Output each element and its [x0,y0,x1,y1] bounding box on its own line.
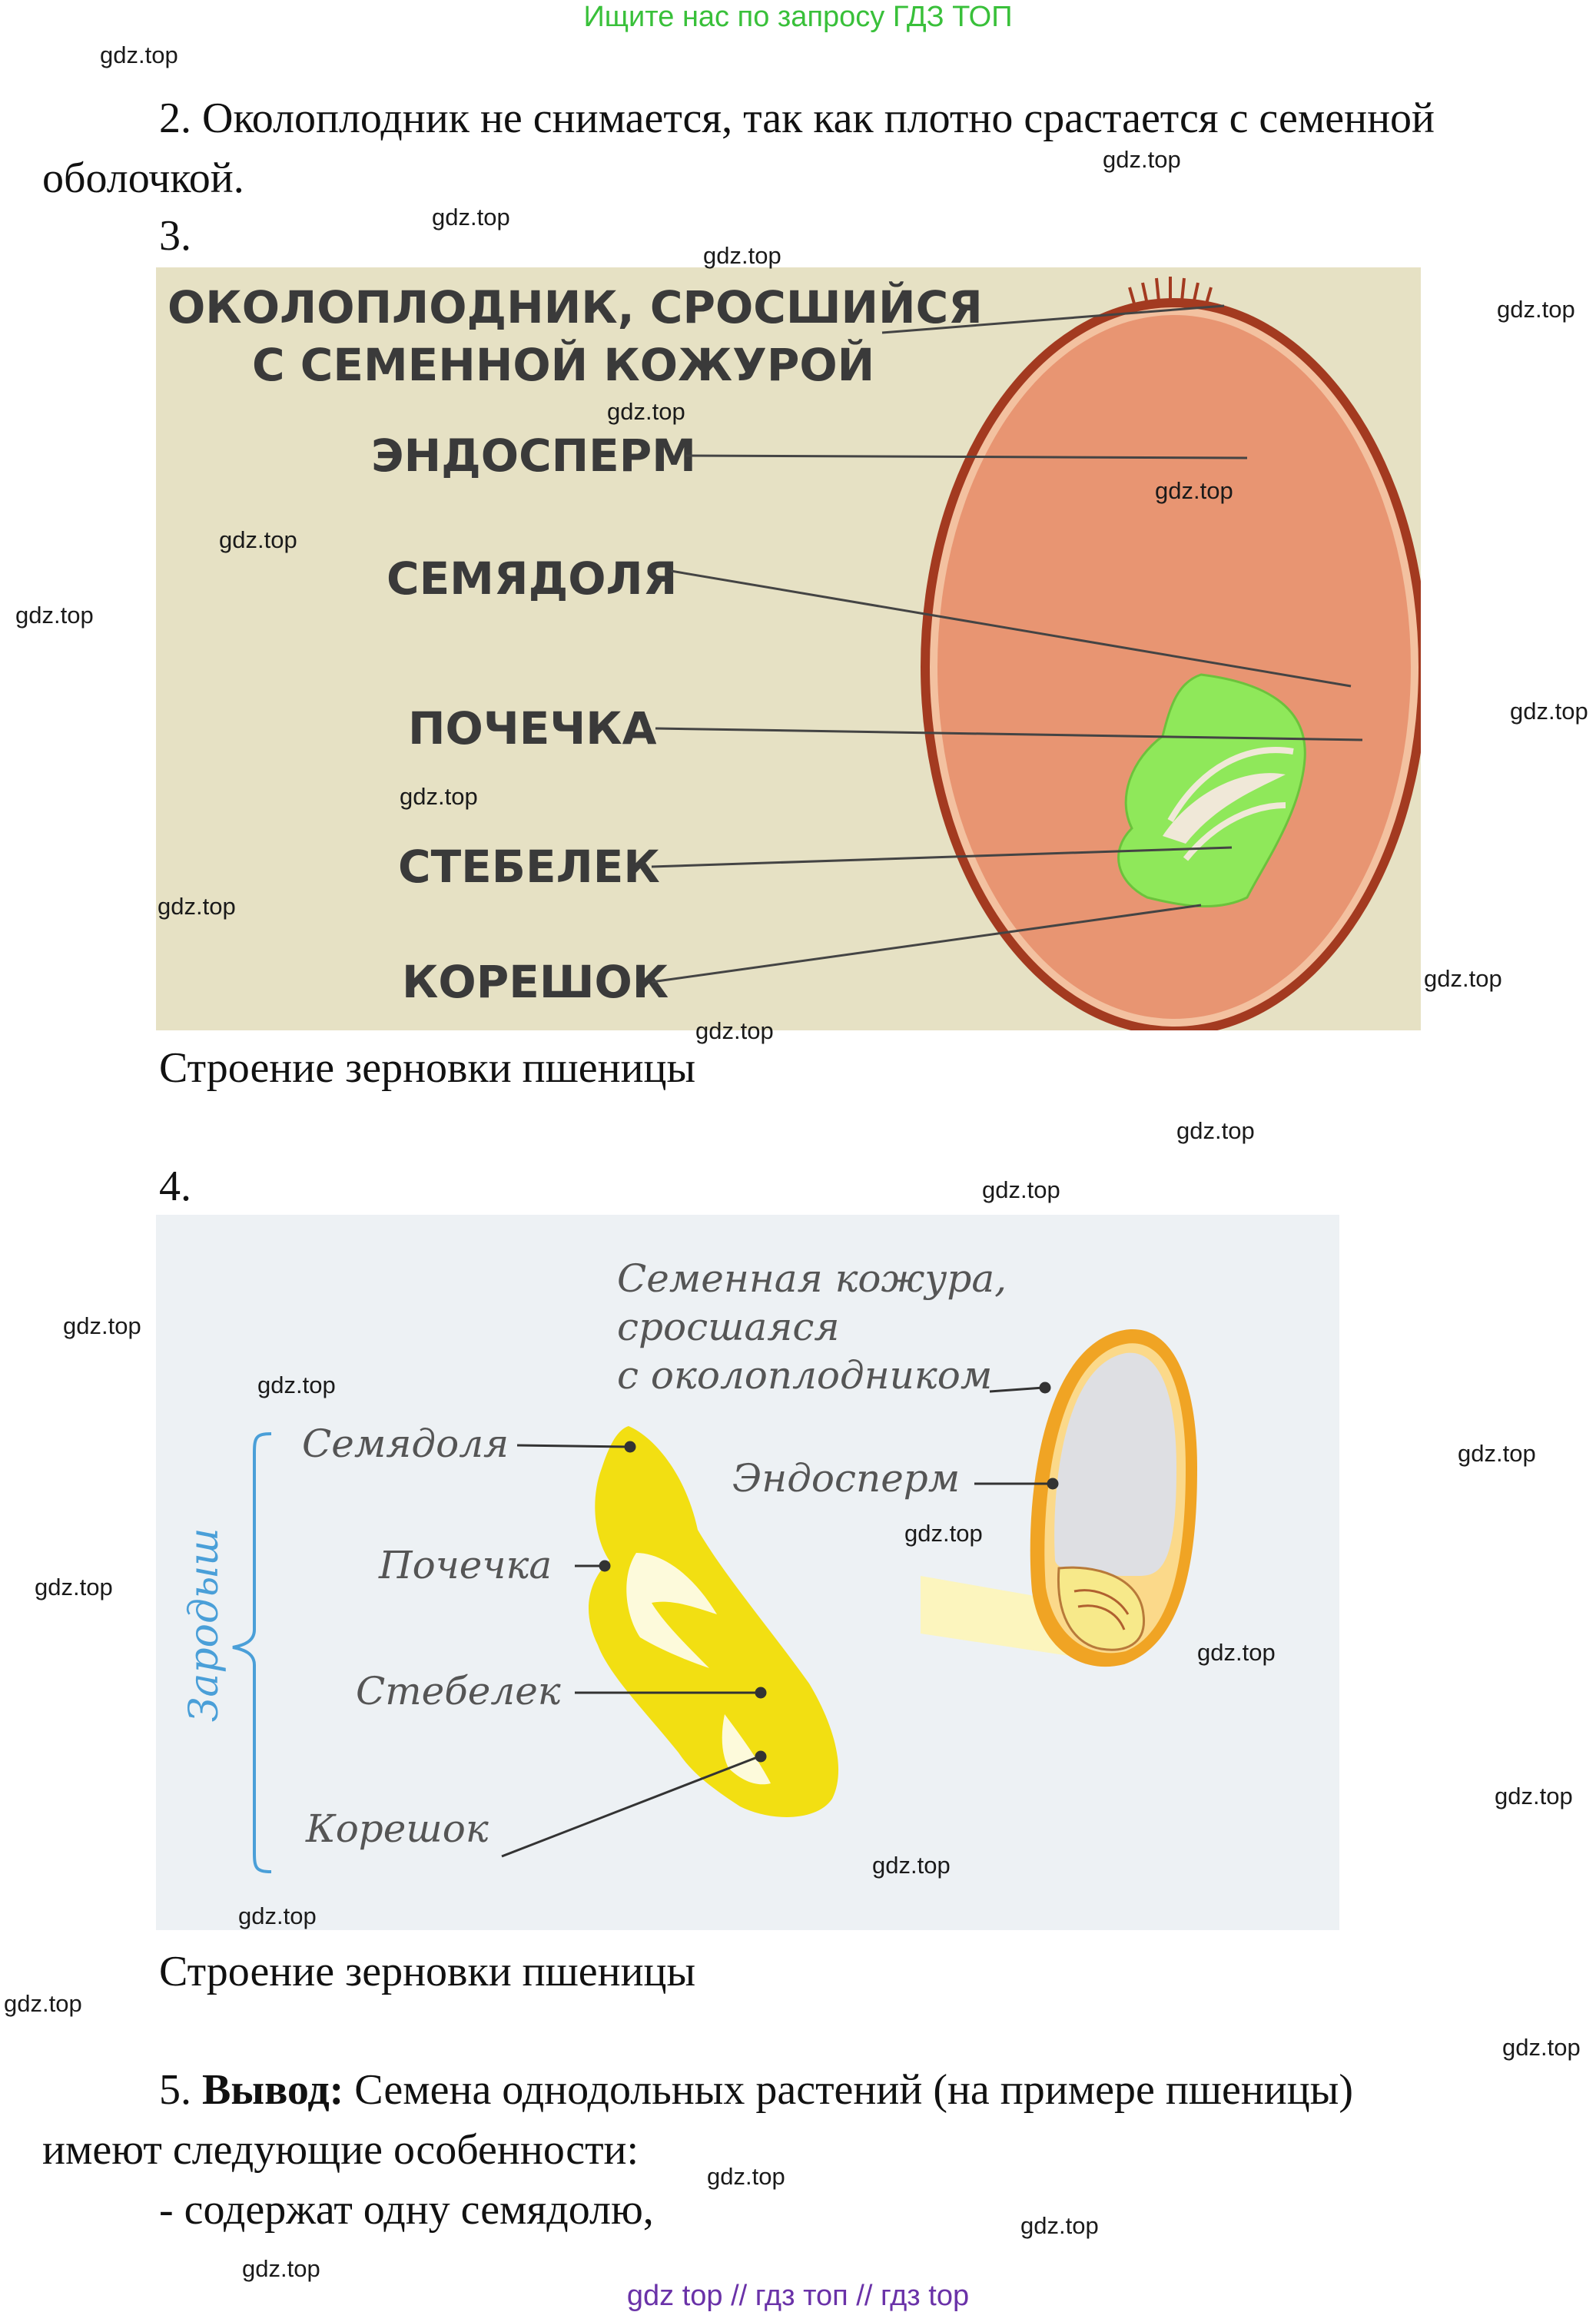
item-5-line-2: имеют следующие особенности: [42,2126,639,2174]
watermark: gdz.top [1020,2212,1099,2239]
label-stem: СТЕБЕЛЕК [398,841,660,893]
watermark: gdz.top [1155,477,1233,504]
label-seed-coat-1: Семенная кожура, [617,1256,1007,1301]
item-5-line-1: 5. Вывод: Семена однодольных растений (н… [159,2060,1353,2120]
watermark: gdz.top [872,1852,951,1879]
dot-endosperm [1047,1478,1059,1490]
conclusion-text: Семена однодольных растений (на примере … [354,2066,1353,2114]
watermark: gdz.top [1495,1783,1573,1809]
pointer-cotyledon [670,569,1352,688]
watermark: gdz.top [1103,146,1181,173]
bud-lines [1163,773,1286,844]
label-bud-2: Почечка [378,1543,552,1587]
label-pericarp-2: С СЕМЕННОЙ КОЖУРОЙ [252,338,874,391]
pointer-pericarp [881,304,1225,334]
watermark: gdz.top [1176,1117,1255,1144]
watermark: gdz.top [242,2255,320,2282]
watermark: gdz.top [703,242,781,269]
dot-stem [755,1687,767,1699]
watermark: gdz.top [63,1312,141,1339]
watermark: gdz.top [219,526,297,553]
dot-cotyledon [624,1441,636,1453]
watermark: gdz.top [1424,965,1502,992]
grain-endosperm [937,315,1411,1019]
label-root-2: Корешок [305,1806,489,1851]
label-bud: ПОЧЕЧКА [408,702,657,755]
large-embryo [589,1426,839,1817]
caption-figure-2: Строение зерновки пшеницы [159,1948,696,1995]
watermark: gdz.top [15,602,94,629]
watermark: gdz.top [158,893,236,920]
item-4-number: 4. [159,1163,191,1210]
item-3-number: 3. [159,212,191,260]
watermark: gdz.top [400,783,478,810]
label-stem-2: Стебелек [356,1669,561,1713]
wheat-grain-figure-1: ОКОЛОПЛОДНИК, СРОСШИЙСЯ С СЕМЕННОЙ КОЖУР… [156,267,1421,1030]
label-seed-coat-2: сросшаяся [617,1305,840,1349]
watermark: gdz.top [35,1574,113,1600]
caption-figure-1: Строение зерновки пшеницы [159,1044,696,1092]
watermark: gdz.top [1197,1639,1276,1666]
label-embryo: Зародыш [181,1528,227,1722]
item-5-number: 5. [159,2066,191,2114]
item-2-line-2: оболочкой. [42,154,244,202]
watermark: gdz.top [257,1372,336,1398]
watermark: gdz.top [982,1176,1060,1203]
conclusion-label: Вывод: [202,2066,344,2114]
watermark: gdz.top [607,398,685,425]
watermark: gdz.top [4,1990,82,2017]
bullet-one-cotyledon: - содержат одну семядолю, [159,2186,654,2234]
dot-root [755,1750,767,1763]
label-endosperm: ЭНДОСПЕРМ [371,430,696,482]
search-banner[interactable]: Ищите нас по запросу ГДЗ ТОП [583,1,1013,33]
label-seed-coat-3: с околоплодником [617,1353,992,1398]
watermark: gdz.top [1497,296,1575,323]
watermark: gdz.top [695,1017,774,1044]
label-endosperm-2: Эндосперм [732,1456,960,1501]
footer-links[interactable]: gdz top // гдз топ // гдз top [626,2280,970,2312]
item-2-line-1: 2. Околоплодник не снимается, так как пл… [159,95,1435,142]
watermark: gdz.top [238,1902,317,1929]
watermark: gdz.top [432,204,510,231]
bud-leaves [626,1553,717,1668]
watermark: gdz.top [1458,1440,1536,1467]
pointer-stem [651,846,1233,868]
watermark: gdz.top [707,2163,785,2190]
watermark: gdz.top [904,1520,983,1547]
dot-bud [599,1560,611,1572]
pointer-bud [655,727,1363,741]
watermark: gdz.top [100,41,178,68]
label-root: КОРЕШОК [402,956,669,1008]
label-cotyledon: СЕМЯДОЛЯ [387,552,677,605]
pointer-endosperm [685,454,1248,459]
small-grain-endosperm [1054,1352,1176,1576]
pointer-root [651,904,1202,984]
wheat-grain-figure-2: Семенная кожура, сросшаяся с околоплодни… [156,1215,1339,1930]
watermark: gdz.top [1510,698,1588,725]
embryo-bracket [232,1432,272,1873]
watermark: gdz.top [1502,2034,1581,2061]
dot-coat [1039,1382,1051,1394]
label-pericarp-1: ОКОЛОПЛОДНИК, СРОСШИЙСЯ [168,280,983,333]
label-cotyledon-2: Семядоля [302,1421,509,1466]
